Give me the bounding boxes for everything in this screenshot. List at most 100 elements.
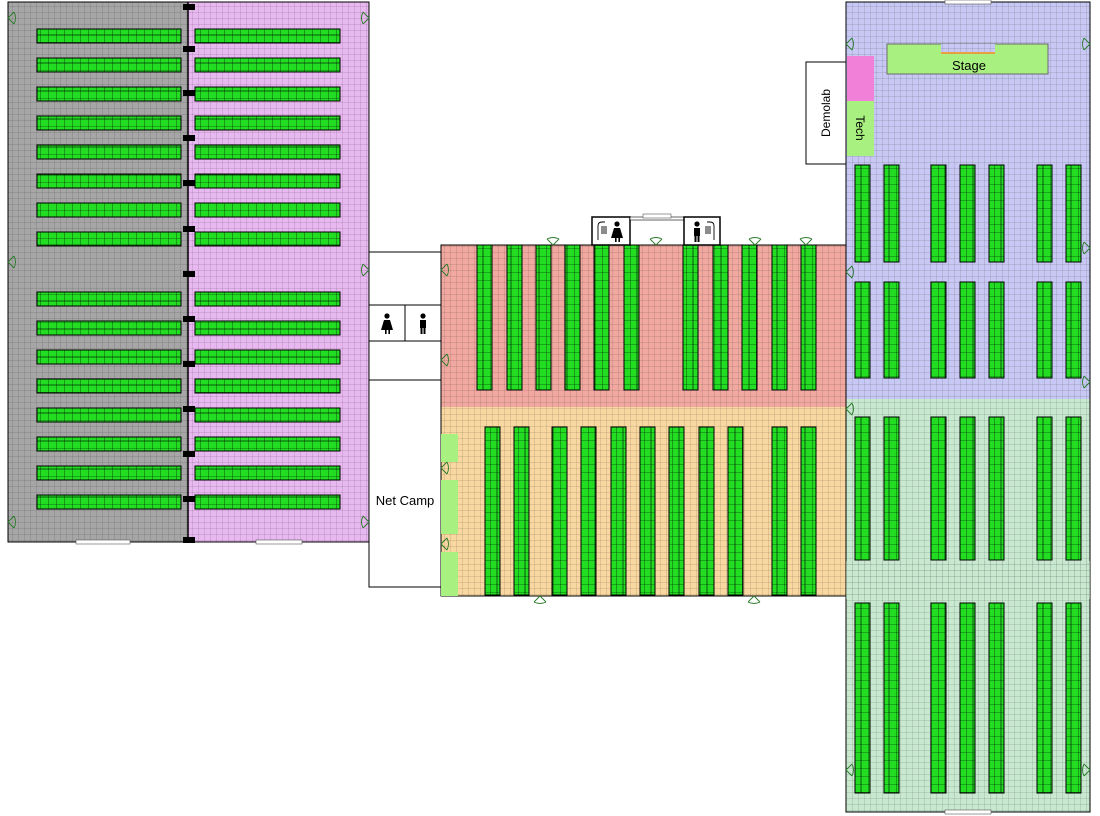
table-column (988, 416, 1005, 561)
table-column (883, 281, 900, 379)
table-column (727, 426, 744, 596)
table-row (194, 494, 341, 510)
doors (7, 11, 1091, 777)
corridors (368, 61, 847, 588)
table-column (959, 416, 976, 561)
table-row (194, 320, 341, 336)
pillar (183, 180, 195, 186)
table-row (36, 86, 182, 102)
pillar (183, 316, 195, 322)
table-row (36, 144, 182, 160)
table-column (513, 426, 530, 596)
table-column (854, 281, 871, 379)
table-column (1065, 281, 1082, 379)
table-column (854, 602, 871, 794)
pillar (183, 46, 195, 52)
table-column (930, 281, 947, 379)
table-column (476, 244, 493, 391)
table-column (883, 602, 900, 794)
table-column (883, 164, 900, 263)
shower-icon (597, 221, 607, 240)
male-toilet-icon (420, 313, 426, 334)
tech-label: Tech (853, 115, 867, 140)
table-row (36, 231, 182, 247)
table-row (194, 115, 341, 131)
door-marker (649, 237, 663, 246)
table-column (930, 164, 947, 263)
door-marker (747, 595, 761, 604)
door-marker (7, 515, 16, 529)
table-column (771, 244, 788, 391)
table-column (535, 244, 552, 391)
table-column (959, 602, 976, 794)
table-column (610, 426, 627, 596)
table-row (36, 115, 182, 131)
table-row (36, 378, 182, 394)
door-marker (440, 263, 449, 277)
table-row (36, 465, 182, 481)
door-marker (440, 353, 449, 367)
table-row (36, 436, 182, 452)
hall-c-table-columns (854, 164, 1082, 794)
hall-b-table-columns (476, 244, 817, 596)
table-row (194, 144, 341, 160)
table-row (36, 28, 182, 44)
hall-a (7, 1, 370, 543)
demolab-label: Demolab (819, 89, 833, 137)
table-row (36, 320, 182, 336)
door-marker (845, 37, 854, 51)
table-row (194, 436, 341, 452)
table-column (930, 416, 947, 561)
door-marker (845, 763, 854, 777)
shower-icon (705, 221, 715, 240)
door-marker (1082, 763, 1091, 777)
table-column (959, 281, 976, 379)
tech-pink-area (847, 56, 874, 101)
table-row (36, 349, 182, 365)
door-marker (440, 537, 449, 551)
table-column (988, 602, 1005, 794)
tech-area: Tech (847, 101, 874, 156)
table-column (1036, 602, 1053, 794)
pillar (183, 135, 195, 141)
table-column (854, 416, 871, 561)
table-column (580, 426, 597, 596)
pillar (183, 451, 195, 457)
table-column (988, 281, 1005, 379)
table-column (1036, 164, 1053, 263)
table-column (771, 426, 788, 596)
table-row (194, 28, 341, 44)
door-marker (361, 11, 370, 25)
table-row (194, 291, 341, 307)
table-row (194, 86, 341, 102)
door-marker (799, 237, 813, 246)
net-camp-label: Net Camp (376, 493, 435, 508)
table-column (668, 426, 685, 596)
table-row (194, 407, 341, 423)
table-column (639, 426, 656, 596)
table-column (484, 426, 501, 596)
table-column (1036, 416, 1053, 561)
table-column (1065, 602, 1082, 794)
table-row (36, 202, 182, 218)
table-column (988, 164, 1005, 263)
table-column (623, 244, 640, 391)
door-marker (845, 265, 854, 279)
table-row (36, 407, 182, 423)
door-marker (361, 515, 370, 529)
table-column (1065, 416, 1082, 561)
table-column (551, 426, 568, 596)
wall-openings (75, 0, 992, 815)
door-marker (1082, 37, 1091, 51)
table-row (194, 378, 341, 394)
pillar (183, 4, 195, 10)
table-column (698, 426, 715, 596)
table-row (36, 291, 182, 307)
table-column (800, 244, 817, 391)
door-marker (546, 237, 560, 246)
door-marker (7, 11, 16, 25)
stage-label: Stage (952, 58, 986, 73)
door-marker (748, 237, 762, 246)
table-column (854, 164, 871, 263)
